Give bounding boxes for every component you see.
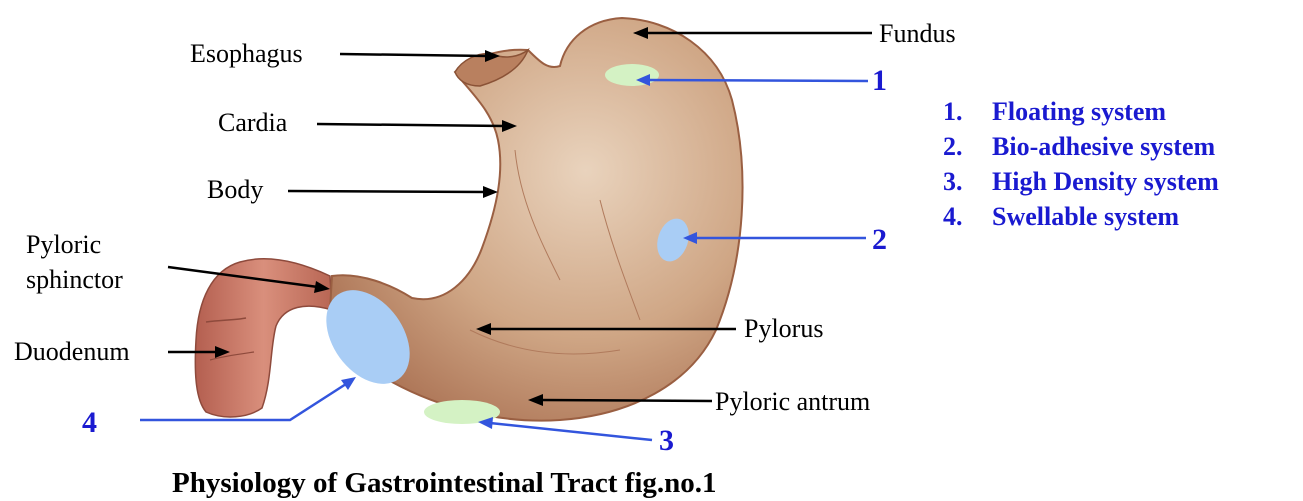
pointer-marker-3 xyxy=(490,423,652,440)
label-pyloric-sphinctor-line1: Pyloric xyxy=(26,230,101,259)
label-duodenum: Duodenum xyxy=(14,337,130,366)
marker-1-floating-ellipse xyxy=(605,64,659,86)
pointer-body xyxy=(288,191,486,192)
figure-caption: Physiology of Gastrointestinal Tract fig… xyxy=(172,467,717,499)
legend-item-3-num: 3. xyxy=(943,167,963,196)
label-esophagus: Esophagus xyxy=(190,39,303,68)
legend: 1. Floating system 2. Bio-adhesive syste… xyxy=(943,97,1219,231)
marker-number-1: 1 xyxy=(872,64,887,97)
pointer-pyloric-antrum xyxy=(540,400,712,401)
pointer-esophagus xyxy=(340,54,488,56)
label-pyloric-sphinctor-line2: sphinctor xyxy=(26,265,123,294)
legend-item-1-text: Floating system xyxy=(992,97,1166,126)
marker-number-3: 3 xyxy=(659,424,674,457)
legend-item-2-num: 2. xyxy=(943,132,963,161)
legend-item-4-text: Swellable system xyxy=(992,202,1179,231)
label-body: Body xyxy=(207,175,263,204)
legend-item-4-num: 4. xyxy=(943,202,963,231)
label-pylorus: Pylorus xyxy=(744,314,823,343)
legend-item-2-text: Bio-adhesive system xyxy=(992,132,1216,161)
pointer-marker-4-arrowhead xyxy=(341,377,356,390)
label-fundus: Fundus xyxy=(879,19,956,48)
label-cardia: Cardia xyxy=(218,108,288,137)
pointer-cardia xyxy=(317,124,505,126)
legend-item-3-text: High Density system xyxy=(992,167,1219,196)
duodenum-shape xyxy=(195,259,332,417)
label-pyloric-antrum: Pyloric antrum xyxy=(715,387,870,416)
marker-number-2: 2 xyxy=(872,223,887,256)
legend-item-1-num: 1. xyxy=(943,97,963,126)
pointer-body-arrowhead xyxy=(483,186,498,198)
pointer-marker-1 xyxy=(648,80,868,81)
marker-number-4: 4 xyxy=(82,406,97,439)
